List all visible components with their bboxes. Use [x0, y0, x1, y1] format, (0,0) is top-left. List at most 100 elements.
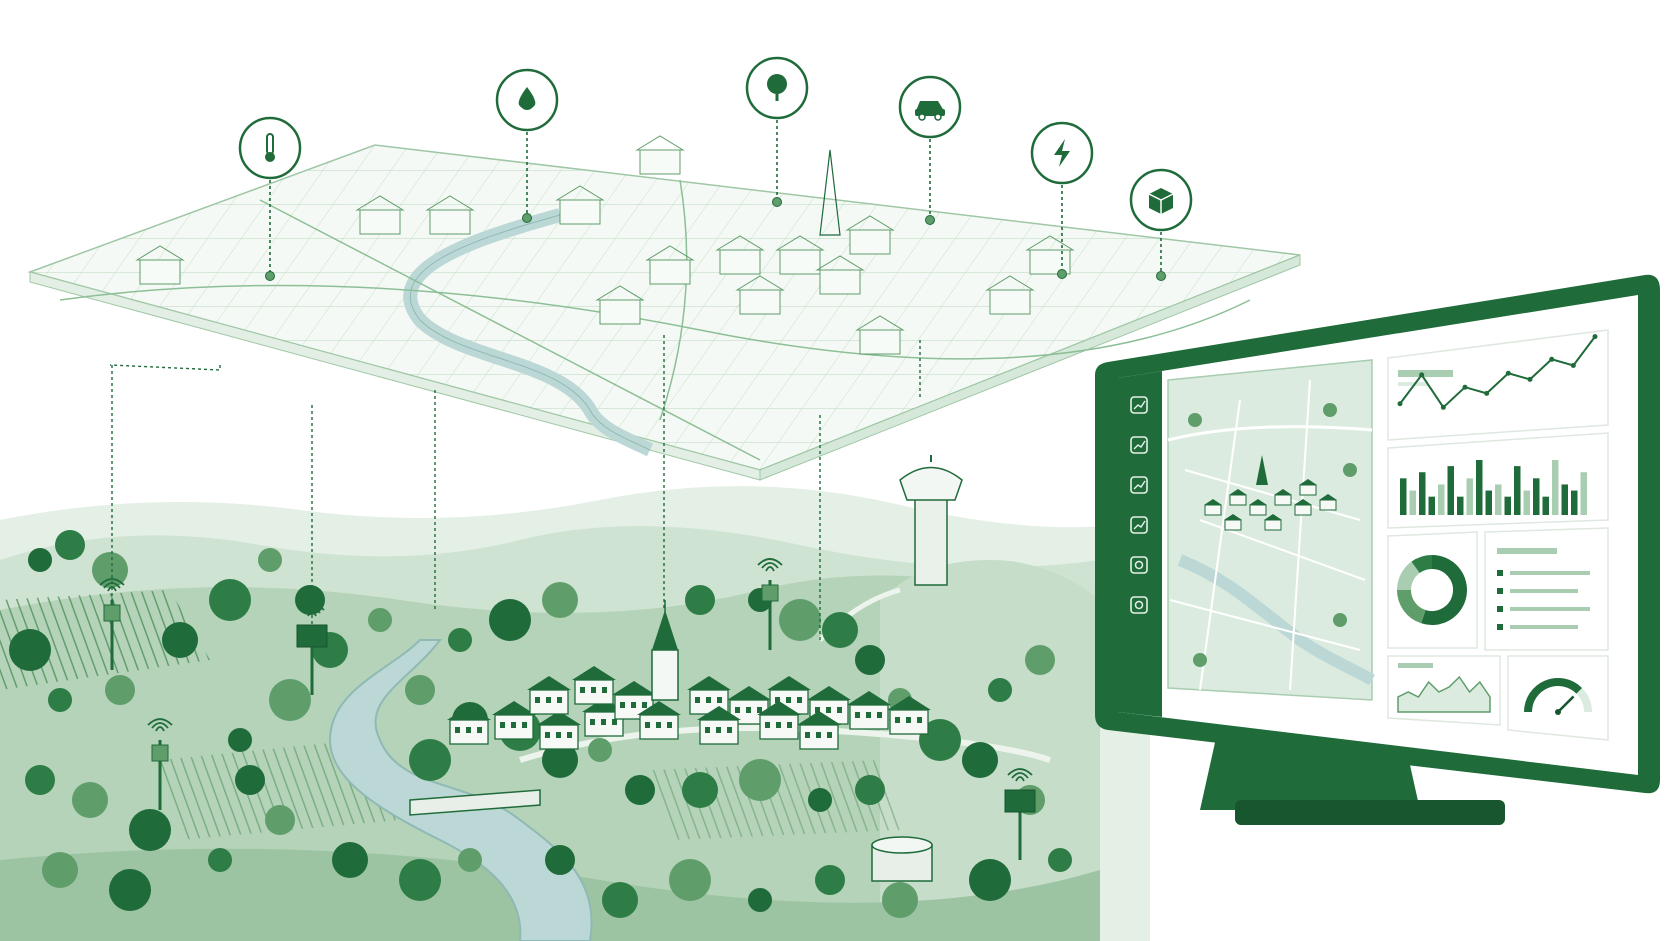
bar	[1485, 490, 1492, 515]
tree	[399, 859, 441, 901]
line-point	[1440, 404, 1446, 410]
tree	[265, 805, 295, 835]
tree	[855, 775, 885, 805]
line-point	[1419, 372, 1425, 378]
house	[687, 676, 731, 715]
tree	[405, 675, 435, 705]
map-building	[645, 245, 695, 285]
area-series	[1397, 675, 1491, 713]
house	[637, 701, 681, 740]
sensor-callout	[1030, 121, 1094, 279]
bar	[1552, 460, 1559, 515]
house	[797, 711, 841, 750]
map-tree	[1188, 413, 1202, 427]
list-bullet	[1497, 570, 1503, 576]
bar	[1419, 472, 1426, 515]
sensor-pole	[296, 603, 328, 695]
gauge-needle	[1557, 695, 1575, 713]
map-tree	[1323, 403, 1337, 417]
map-building	[985, 275, 1035, 315]
area-chart-panel	[1387, 655, 1501, 726]
tree	[72, 782, 108, 818]
map-house	[1294, 499, 1312, 516]
line-chart-icon[interactable]	[1130, 476, 1148, 494]
sensor-callout	[495, 68, 559, 223]
list-row	[1510, 571, 1590, 575]
bar	[1495, 484, 1502, 515]
tree	[748, 888, 772, 912]
donut-slice	[1411, 555, 1433, 574]
tree	[368, 608, 392, 632]
layers-icon[interactable]	[1130, 396, 1148, 414]
donut-slice	[1421, 555, 1467, 625]
tree	[969, 859, 1011, 901]
gear-icon[interactable]	[1130, 556, 1148, 574]
line-point	[1549, 356, 1555, 362]
map-house	[1319, 494, 1337, 511]
lightning-icon	[1054, 139, 1070, 167]
storage-tank	[871, 836, 933, 882]
tree	[92, 552, 128, 588]
tree	[458, 848, 482, 872]
tree	[815, 865, 845, 895]
map-building	[735, 275, 785, 315]
church	[651, 600, 679, 701]
bar	[1571, 490, 1578, 515]
tree	[269, 679, 311, 721]
edit-icon[interactable]	[1130, 436, 1148, 454]
line-point	[1527, 376, 1533, 382]
analytics-icon[interactable]	[1130, 516, 1148, 534]
house	[447, 706, 491, 745]
map-building	[775, 235, 825, 275]
tree	[739, 759, 781, 801]
tree	[545, 845, 575, 875]
tree	[919, 719, 961, 761]
map-tree	[1193, 653, 1207, 667]
tree	[105, 675, 135, 705]
map-building	[355, 195, 405, 235]
sensor-callouts	[238, 56, 1193, 281]
gauge-fill	[1524, 678, 1583, 713]
dashboard-map-panel[interactable]	[1167, 359, 1376, 701]
line-point	[1592, 334, 1598, 340]
map-building	[635, 135, 685, 175]
house	[697, 706, 741, 745]
line-point	[1570, 362, 1576, 368]
list-row	[1510, 607, 1590, 611]
bar	[1409, 490, 1416, 515]
donut-slice	[1397, 589, 1426, 624]
tree	[882, 882, 918, 918]
tree	[685, 585, 715, 615]
tree	[42, 852, 78, 888]
map-house	[1299, 479, 1317, 496]
tree	[332, 842, 368, 878]
donut-chart-panel	[1387, 531, 1478, 649]
map-building	[555, 185, 605, 225]
map-house	[1224, 514, 1242, 531]
tree	[228, 728, 252, 752]
map-building	[845, 215, 895, 255]
sensor-pole	[1004, 768, 1036, 860]
donut-slice	[1397, 561, 1421, 591]
bar	[1533, 478, 1540, 515]
sensor-callout	[1129, 168, 1193, 281]
tree	[669, 859, 711, 901]
map-tree	[1333, 613, 1347, 627]
monitor-stand-base	[1235, 800, 1505, 825]
settings-icon[interactable]	[1130, 596, 1148, 614]
tree	[988, 678, 1012, 702]
house	[572, 666, 616, 705]
tree	[588, 738, 612, 762]
bar	[1476, 460, 1483, 515]
tree	[542, 742, 578, 778]
tree	[602, 882, 638, 918]
house	[537, 711, 581, 750]
sensor-callout	[238, 116, 302, 281]
bar	[1580, 472, 1587, 515]
line-point	[1484, 390, 1490, 396]
map-building	[855, 315, 905, 355]
tree	[28, 548, 52, 572]
tree	[235, 765, 265, 795]
house	[847, 691, 891, 730]
